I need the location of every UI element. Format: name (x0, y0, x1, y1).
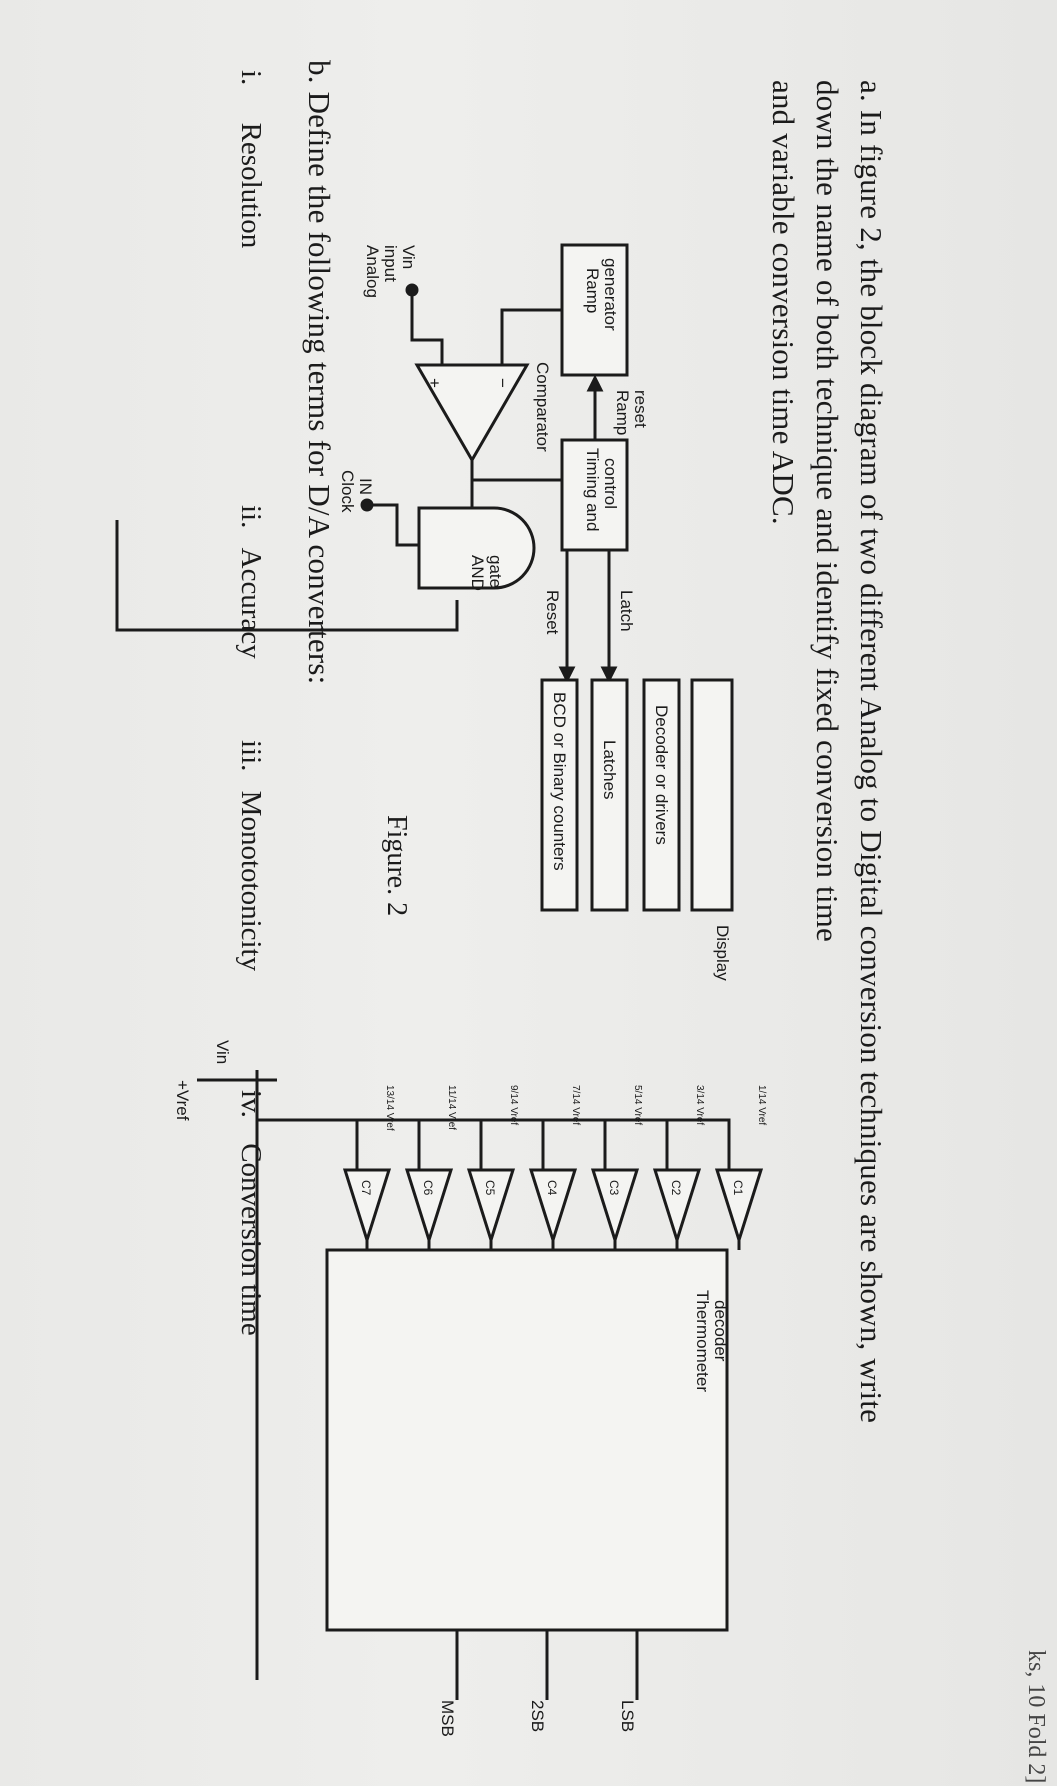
wire-ramp-comp (500, 308, 562, 365)
ramp-reset-label-2: reset (631, 390, 650, 428)
flash-tap-label-7: 1/14 Vref (756, 1085, 767, 1125)
analog-input-label-3: Vin (399, 245, 418, 269)
and-gate-symbol (417, 506, 536, 590)
term-2: ii. Accuracy (234, 505, 267, 659)
flash-comparator-2 (404, 1168, 454, 1246)
term-4: iv. Conversion time (234, 1090, 267, 1336)
flash-comparator-input-1 (257, 1118, 359, 1170)
analog-input-label-1: Analog (363, 245, 382, 298)
ramp-reset-label-1: Ramp (613, 390, 632, 435)
output-msb-label: MSB (438, 1700, 457, 1737)
figure-caption: Figure. 2 (381, 815, 412, 917)
term-3: iii. Monototonicity (234, 740, 267, 971)
latch-label: Latch (617, 590, 636, 632)
term-1-label: Resolution (235, 122, 267, 249)
display-box (690, 678, 734, 912)
flash-tap-label-6: 3/14 Vref (694, 1085, 705, 1125)
flash-comparator-6 (652, 1168, 702, 1246)
flash-comparator-input-4 (257, 1118, 545, 1170)
comparator-plus: + (425, 378, 444, 388)
term-4-num: iv. (235, 1090, 267, 1118)
counters-box (540, 678, 579, 912)
flash-vref-label: +Vref (173, 1080, 192, 1121)
ramp-generator-label-1: Ramp (583, 268, 602, 313)
flash-comparator-4 (528, 1168, 578, 1246)
timing-control-label-2: control (601, 458, 620, 509)
analog-input-label-2: input (381, 245, 400, 282)
display-label: Display (713, 925, 732, 981)
flash-comparator-label-6: C2 (669, 1180, 683, 1196)
flash-comparator-label-7: C1 (731, 1180, 745, 1196)
flash-tap-label-2: 11/14 Vref (446, 1085, 457, 1130)
flash-comparator-5 (590, 1168, 640, 1246)
flash-vin-label: Vin (213, 1040, 232, 1064)
flash-comparator-label-3: C5 (483, 1180, 497, 1196)
output-2sb-label: 2SB (528, 1700, 547, 1732)
flash-comparator-label-4: C4 (545, 1180, 559, 1196)
ramp-generator-label-2: generator (601, 258, 620, 331)
thermometer-decoder-box (325, 1248, 729, 1632)
term-3-label: Monototonicity (235, 790, 267, 972)
flash-comparator-7 (714, 1168, 764, 1246)
latches-label: Latches (600, 740, 619, 800)
flash-comparator-label-1: C7 (359, 1180, 373, 1196)
comparator-minus: − (493, 378, 512, 388)
question-b-prompt: b. Define the following terms for D/A co… (302, 60, 337, 685)
output-lsb-label: LSB (618, 1700, 637, 1732)
clock-in-label-1: Clock (338, 470, 357, 513)
flash-tap-label-5: 5/14 Vref (632, 1085, 643, 1125)
thermometer-decoder-label-1: Thermometer (693, 1290, 712, 1392)
flash-tap-label-1: 13/14 Vref (384, 1085, 395, 1131)
wire-and-counter (115, 520, 459, 632)
flash-comparator-3 (466, 1168, 516, 1246)
wire-vin (410, 290, 444, 365)
timing-control-label-1: Timing and (583, 448, 602, 531)
flash-comparator-label-5: C3 (607, 1180, 621, 1196)
decoder-label: Decoder or drivers (652, 705, 671, 845)
term-1-num: i. (235, 70, 267, 86)
flash-tap-label-4: 7/14 Vref (570, 1085, 581, 1125)
flash-tap-label-3: 9/14 Vref (508, 1085, 519, 1125)
arrow-latch (600, 666, 618, 684)
flash-comparator-label-2: C6 (421, 1180, 435, 1196)
latches-box (590, 678, 629, 912)
term-1: i. Resolution (234, 70, 267, 248)
term-2-num: ii. (235, 505, 267, 529)
counters-label: BCD or Binary counters (550, 692, 569, 871)
term-2-label: Accuracy (235, 547, 267, 659)
thermometer-decoder-label-2: decoder (711, 1300, 730, 1362)
comparator-label: Comparator (533, 362, 552, 452)
arrow-ramp-reset (586, 374, 604, 392)
clock-in-label-2: IN (356, 478, 375, 495)
decoder-box (642, 678, 681, 912)
flash-comparator-1 (342, 1168, 392, 1246)
and-gate-label-1: AND (468, 555, 487, 591)
term-4-label: Conversion time (235, 1143, 267, 1336)
flash-comparator-input-7 (257, 1118, 731, 1170)
term-3-num: iii. (235, 740, 267, 772)
arrow-reset (558, 666, 576, 684)
comparator-symbol (414, 363, 530, 463)
reset-label: Reset (543, 590, 562, 635)
flash-comparator-input-5 (257, 1118, 607, 1170)
and-gate-label-2: gate (486, 555, 505, 588)
